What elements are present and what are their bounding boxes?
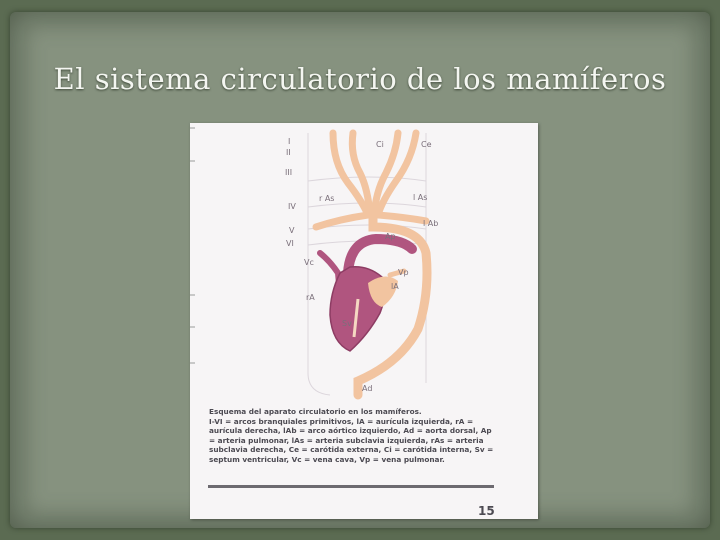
diagram-scan: I II III IV V VI Ci Ce r As l As l Ab Ap… bbox=[190, 123, 538, 519]
arch-label-III: III bbox=[285, 168, 293, 177]
label-sv: Sv bbox=[342, 319, 352, 328]
circulatory-diagram bbox=[307, 129, 432, 400]
vena-cava bbox=[317, 250, 343, 298]
label-ras: r As bbox=[319, 194, 335, 203]
label-ap: Ap bbox=[385, 232, 396, 241]
arch-label-I: I bbox=[288, 137, 291, 146]
figure-caption: Esquema del aparato circulatorio en los … bbox=[209, 407, 499, 465]
label-vp: Vp bbox=[398, 268, 409, 277]
label-ci: Ci bbox=[376, 140, 384, 149]
dorsal-aorta bbox=[353, 210, 432, 400]
ventricular-septum bbox=[352, 298, 360, 338]
primitive-arch-outlines bbox=[307, 133, 427, 396]
arch-label-V: V bbox=[289, 226, 295, 235]
caption-body: I-VI = arcos branquiales primitivos, lA … bbox=[209, 416, 494, 464]
scan-edge-marks bbox=[190, 127, 195, 364]
pulmonary-vein bbox=[387, 268, 407, 278]
label-vc: Vc bbox=[304, 258, 314, 267]
arch-label-VI: VI bbox=[286, 239, 294, 248]
arch-label-IV: IV bbox=[288, 202, 296, 211]
caption-rule bbox=[208, 485, 494, 488]
subclavian-arteries bbox=[312, 211, 430, 231]
label-lab: l Ab bbox=[423, 219, 439, 228]
label-ad: Ad bbox=[362, 384, 373, 393]
label-las: l As bbox=[413, 193, 428, 202]
arch-label-II: II bbox=[286, 148, 291, 157]
label-ra: rA bbox=[306, 293, 315, 302]
caption-title: Esquema del aparato circulatorio en los … bbox=[209, 407, 422, 416]
carotid-arteries bbox=[329, 129, 420, 219]
label-la: lA bbox=[391, 282, 399, 291]
left-atrium bbox=[368, 276, 398, 307]
pulmonary-artery bbox=[343, 233, 417, 278]
label-ce: Ce bbox=[421, 140, 432, 149]
page-number: 15 bbox=[478, 504, 495, 518]
slide-title: El sistema circulatorio de los mamíferos bbox=[53, 62, 667, 96]
